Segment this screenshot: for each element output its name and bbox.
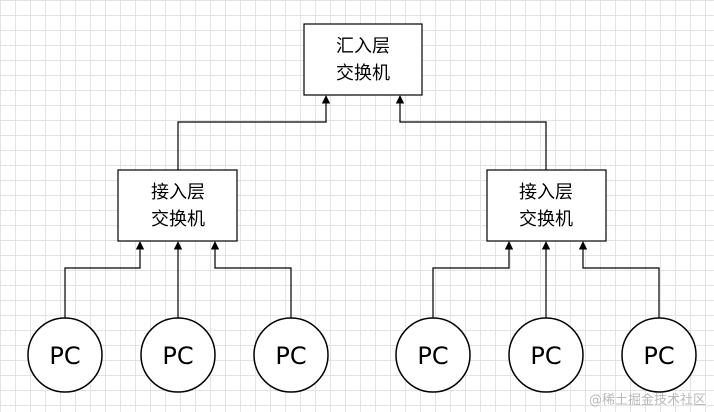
edge-pc3-to-access-left <box>210 241 292 318</box>
pc-label-4: PC <box>417 342 448 370</box>
pc-label-3: PC <box>275 342 306 370</box>
pc-label-6: PC <box>643 342 674 370</box>
pc-label-2: PC <box>162 342 193 370</box>
access-switch-right-label-line2: 交换机 <box>519 209 573 230</box>
pc-label-5: PC <box>530 342 561 370</box>
access-switch-left-label-line1: 接入层 <box>151 182 205 203</box>
pc-label-1: PC <box>49 342 80 370</box>
pc-node-5: PC <box>508 317 584 393</box>
access-switch-right-node: 接入层 交换机 <box>486 169 607 242</box>
pc-node-1: PC <box>27 317 103 393</box>
connectors <box>64 95 660 318</box>
edge-pc4-to-access-right <box>432 241 514 318</box>
aggregation-switch-label-line1: 汇入层 <box>336 36 390 57</box>
pc-node-3: PC <box>253 317 329 393</box>
aggregation-switch-label-line2: 交换机 <box>336 63 390 84</box>
pc-node-2: PC <box>140 317 216 393</box>
watermark-text: @稀土掘金技术社区 <box>588 393 706 408</box>
edge-pc1-to-access-left <box>64 241 145 318</box>
edge-access-right-to-aggregation <box>395 95 547 170</box>
access-switch-left-label-line2: 交换机 <box>151 209 205 230</box>
pc-node-4: PC <box>395 317 471 393</box>
access-switch-right-label-line1: 接入层 <box>519 182 573 203</box>
edge-access-left-to-aggregation <box>177 95 331 170</box>
edge-pc6-to-access-right <box>578 241 660 318</box>
pc-node-6: PC <box>621 317 697 393</box>
aggregation-switch-node: 汇入层 交换机 <box>303 23 423 96</box>
access-switch-left-node: 接入层 交换机 <box>117 169 238 242</box>
